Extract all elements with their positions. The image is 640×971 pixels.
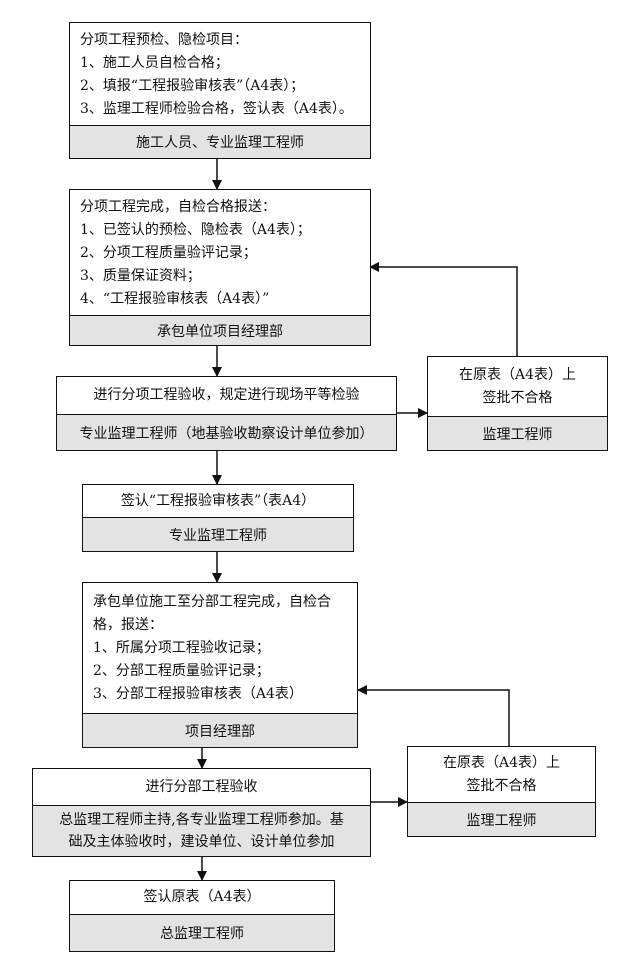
step-sign-report-responsible: 专业监理工程师 [83,517,353,551]
reject-division-text: 在原表（A4表）上 签批不合格 [408,747,595,802]
text-line: 3、质量保证资料； [80,268,201,284]
step-division-acceptance-responsible: 总监理工程师主持,各专业监理工程师参加。基 础及主体验收时，建设单位、设计单位参… [33,805,370,856]
step-subitem-submit-responsible: 承包单位项目经理部 [70,315,370,345]
step-preinspection-box: 分项工程预检、隐检项目： 1、施工人员自检合格； 2、填报“工程报验审核表”（A… [69,22,371,159]
text-line: 1、所属分项工程验收记录； [93,640,270,656]
reject-division-responsible: 监理工程师 [408,802,595,836]
text-line: 分项工程完成，自检合格报送： [80,199,276,215]
step-preinspection-text: 分项工程预检、隐检项目： 1、施工人员自检合格； 2、填报“工程报验审核表”（A… [70,23,370,125]
step-chief-sign-box: 签认原表（A4表） 总监理工程师 [69,880,335,952]
text-line: 2、分项工程质量验评记录； [80,245,257,261]
text-line: 签批不合格 [482,389,553,406]
reject-division-box: 在原表（A4表）上 签批不合格 监理工程师 [407,746,596,837]
reject-subitem-responsible: 监理工程师 [428,416,607,450]
step-sign-report-box: 签认“工程报验审核表”（表A4） 专业监理工程师 [82,484,354,552]
arrow-side1-to-box2 [369,262,518,356]
text-line: 格，报送： [93,617,163,633]
text-line: 签认“工程报验审核表”（表A4） [120,492,316,509]
text-line: 签批不合格 [466,777,537,794]
step-subitem-acceptance-box: 进行分项工程验收，规定进行现场平等检验 专业监理工程师（地基验收勘察设计单位参加… [56,376,397,451]
text-line: 2、分部工程质量验评记录； [93,663,270,679]
text-line: 1、施工人员自检合格； [80,55,229,71]
step-division-acceptance-box: 进行分部工程验收 总监理工程师主持,各专业监理工程师参加。基 础及主体验收时，建… [32,768,371,857]
step-subitem-submit-text: 分项工程完成，自检合格报送： 1、已签认的预检、隐检表（A4表）； 2、分项工程… [70,190,370,315]
step-sign-report-text: 签认“工程报验审核表”（表A4） [83,485,353,517]
reject-subitem-text: 在原表（A4表）上 签批不合格 [428,357,607,416]
step-division-submit-text: 承包单位施工至分部工程完成，自检合 格，报送： 1、所属分项工程验收记录； 2、… [83,583,357,713]
step-subitem-acceptance-responsible: 专业监理工程师（地基验收勘察设计单位参加） [57,414,396,450]
step-division-acceptance-text: 进行分部工程验收 [33,769,370,805]
text-line: 1、已签认的预检、隐检表（A4表）； [80,222,311,238]
text-line: 承包单位施工至分部工程完成，自检合 [93,594,331,610]
step-division-submit-box: 承包单位施工至分部工程完成，自检合 格，报送： 1、所属分项工程验收记录； 2、… [82,582,358,748]
text-line: 2、填报“工程报验审核表”（A4表）； [80,78,305,94]
step-subitem-acceptance-text: 进行分项工程验收，规定进行现场平等检验 [57,377,396,414]
text-line: 3、监理工程师检验合格，签认表（A4表）。 [80,101,353,117]
text-line: 总监理工程师主持,各专业监理工程师参加。基 [59,812,344,828]
text-line: 4、“工程报验审核表（A4表）” [80,291,270,307]
text-line: 进行分项工程验收，规定进行现场平等检验 [93,387,360,403]
step-chief-sign-responsible: 总监理工程师 [70,914,334,951]
text-line: 在原表（A4表）上 [442,754,561,771]
step-subitem-submit-box: 分项工程完成，自检合格报送： 1、已签认的预检、隐检表（A4表）； 2、分项工程… [69,189,371,346]
step-division-submit-responsible: 项目经理部 [83,713,357,747]
text-line: 分项工程预检、隐检项目： [80,32,248,48]
text-line: 进行分部工程验收 [145,778,258,795]
step-preinspection-responsible: 施工人员、专业监理工程师 [70,125,370,158]
reject-subitem-box: 在原表（A4表）上 签批不合格 监理工程师 [427,356,608,451]
text-line: 签认原表（A4表） [143,889,261,905]
arrow-side2-to-box5 [357,685,510,746]
text-line: 在原表（A4表）上 [458,366,577,383]
text-line: 础及主体验收时，建设单位、设计单位参加 [68,834,335,850]
step-chief-sign-text: 签认原表（A4表） [70,881,334,914]
text-line: 3、分部工程报验审核表（A4表） [93,686,303,702]
